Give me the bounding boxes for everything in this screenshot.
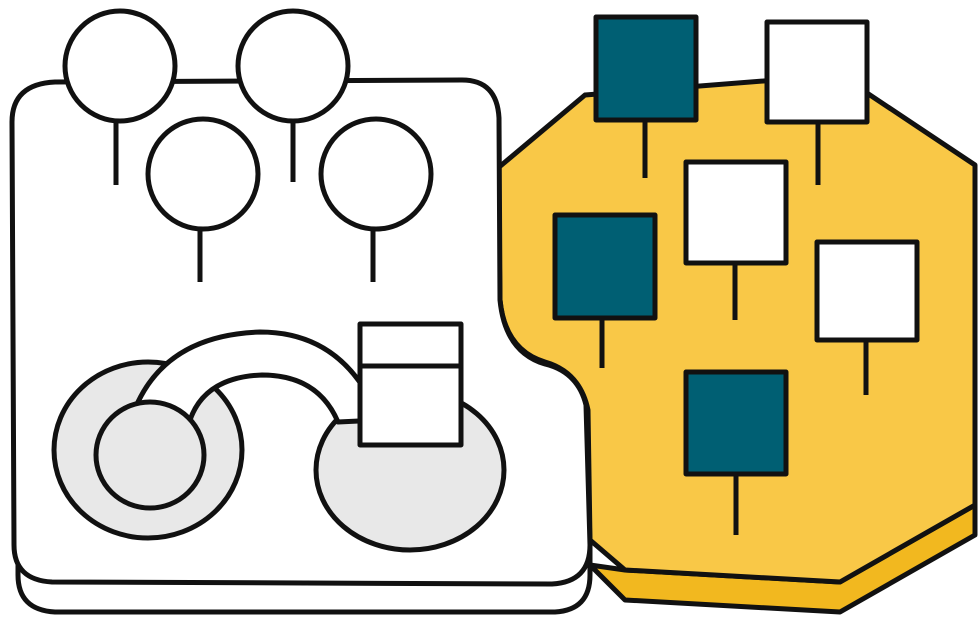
gray-disc-left-inner xyxy=(96,402,204,508)
white-box xyxy=(360,324,461,445)
